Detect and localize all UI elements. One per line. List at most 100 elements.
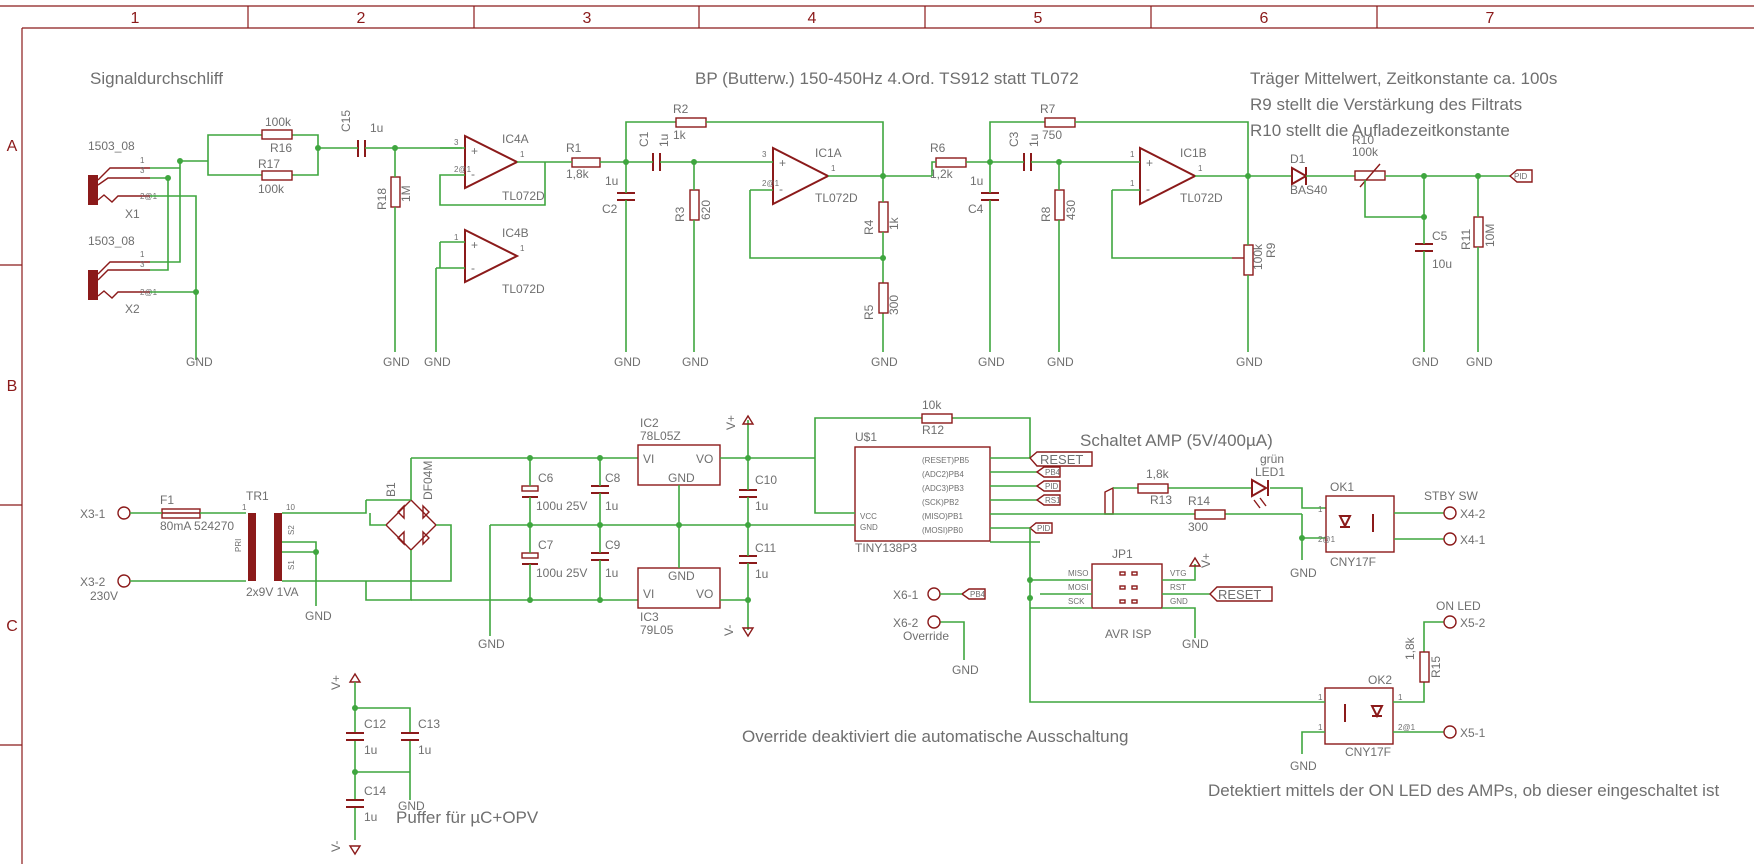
svg-text:1u: 1u [657, 134, 671, 147]
svg-text:F1: F1 [160, 493, 174, 507]
svg-text:1k: 1k [673, 128, 687, 142]
svg-text:100k: 100k [265, 115, 292, 129]
net-tag-rs1-b [1104, 486, 1114, 515]
resistor-r15: 1,8k R15 [1403, 636, 1443, 683]
svg-text:TINY138P3: TINY138P3 [855, 541, 917, 555]
svg-text:1: 1 [1318, 693, 1323, 702]
svg-text:1u: 1u [418, 743, 431, 757]
svg-text:grün: grün [1260, 452, 1284, 466]
gnd-label-9: GND [1236, 355, 1263, 369]
svg-text:V-: V- [329, 841, 343, 852]
opamp-ic1b: +- IC1B TL072D 1 1 1 [1130, 146, 1223, 206]
opamp-ic1a: +- IC1A TL072D 3 2@1 1 [762, 146, 858, 206]
capacitor-c1: C1 1u [637, 131, 671, 171]
svg-text:1u: 1u [364, 810, 377, 824]
svg-text:VI: VI [643, 452, 654, 466]
supply-vminus-1: V- [722, 625, 755, 638]
note-puffer: Puffer für µC+OPV [396, 808, 539, 827]
svg-text:100k: 100k [258, 182, 285, 196]
svg-text:1,2k: 1,2k [930, 167, 954, 181]
svg-text:300: 300 [887, 295, 901, 315]
gnd-label-4: GND [614, 355, 641, 369]
gnd-label-2: GND [383, 355, 410, 369]
svg-text:R17: R17 [258, 157, 280, 171]
svg-text:OK2: OK2 [1368, 673, 1392, 687]
svg-text:LED1: LED1 [1255, 465, 1285, 479]
terminal-x5-1: X5-1 [1443, 725, 1486, 740]
svg-text:10k: 10k [922, 398, 942, 412]
svg-text:TL072D: TL072D [815, 191, 858, 205]
label-on-led: ON LED [1436, 599, 1481, 613]
svg-text:1: 1 [520, 150, 525, 159]
gnd-label-5: GND [682, 355, 709, 369]
svg-text:C3: C3 [1007, 131, 1021, 147]
svg-text:3: 3 [454, 138, 459, 147]
svg-text:(MOSI)PB0: (MOSI)PB0 [922, 526, 963, 535]
svg-text:X3-1: X3-1 [80, 507, 106, 521]
net-tag-rs1: RS1 [1035, 494, 1061, 506]
supply-vminus-3: V- [329, 841, 362, 856]
gnd-label-17: GND [1290, 759, 1317, 773]
frame-row-c: C [6, 618, 18, 635]
svg-text:GND: GND [860, 523, 878, 532]
label-stby-sw: STBY SW [1424, 489, 1478, 503]
resistor-r12: 10k R12 [921, 398, 953, 437]
net-tag-reset-1: RESET [1029, 451, 1093, 467]
svg-text:1: 1 [1398, 693, 1403, 702]
svg-text:AVR ISP: AVR ISP [1105, 627, 1151, 641]
svg-text:1: 1 [1318, 723, 1323, 732]
led-led1: grün LED1 [1251, 452, 1285, 509]
svg-text:OK1: OK1 [1330, 480, 1354, 494]
svg-text:V+: V+ [1199, 553, 1213, 568]
svg-text:S2: S2 [287, 525, 296, 535]
svg-text:C1: C1 [637, 131, 651, 147]
svg-text:1: 1 [454, 233, 459, 242]
svg-text:1M: 1M [399, 185, 413, 202]
svg-text:3: 3 [762, 150, 767, 159]
svg-text:PRI: PRI [234, 539, 243, 552]
svg-text:C2: C2 [602, 202, 618, 216]
svg-text:VTG: VTG [1170, 569, 1186, 578]
svg-text:Override: Override [903, 629, 949, 643]
capacitor-c14: C14 1u [346, 784, 386, 824]
svg-text:100k: 100k [1251, 243, 1265, 270]
svg-text:10: 10 [286, 503, 295, 512]
svg-text:IC3: IC3 [640, 610, 659, 624]
svg-text:100u 25V: 100u 25V [536, 499, 587, 513]
svg-text:PID: PID [1514, 172, 1528, 181]
svg-text:R18: R18 [375, 188, 389, 210]
svg-text:IC1B: IC1B [1180, 146, 1207, 160]
svg-text:X4-2: X4-2 [1460, 507, 1486, 521]
gnd-label-11: GND [1466, 355, 1493, 369]
note-r10: R10 stellt die Aufladezeitkonstante [1250, 121, 1510, 140]
capacitor-c10: C10 1u [739, 473, 777, 513]
net-tag-reset-2: RESET [1209, 586, 1273, 602]
terminal-x6-1: X6-1 [893, 587, 941, 602]
svg-text:V-: V- [722, 625, 736, 636]
svg-text:X6-1: X6-1 [893, 588, 919, 602]
capacitor-c11: C11 1u [739, 541, 776, 581]
svg-text:RS1: RS1 [1045, 496, 1061, 505]
svg-text:RST: RST [1170, 583, 1186, 592]
frame-col-3: 3 [583, 10, 592, 27]
svg-text:430: 430 [1064, 200, 1078, 220]
svg-text:+: + [779, 156, 786, 170]
svg-text:DF04M: DF04M [421, 461, 435, 500]
svg-text:C9: C9 [605, 538, 621, 552]
svg-text:2x9V 1VA: 2x9V 1VA [246, 585, 298, 599]
net-tag-pb4: PB4 [1035, 466, 1061, 478]
net-tag-pb4-b: PB4 [960, 588, 986, 600]
svg-text:+: + [1146, 156, 1153, 170]
svg-text:TR1: TR1 [246, 489, 269, 503]
svg-text:CNY17F: CNY17F [1345, 745, 1391, 759]
svg-text:R14: R14 [1188, 494, 1210, 508]
resistor-r16: 100k R16 [261, 115, 293, 155]
capacitor-c9: C9 1u [591, 538, 621, 580]
svg-text:1u: 1u [605, 566, 618, 580]
frame-row-b: B [7, 378, 18, 395]
svg-text:R2: R2 [673, 102, 689, 116]
svg-text:2@1: 2@1 [1398, 723, 1416, 732]
svg-text:VCC: VCC [860, 512, 877, 521]
gnd-label-18: GND [398, 799, 425, 813]
